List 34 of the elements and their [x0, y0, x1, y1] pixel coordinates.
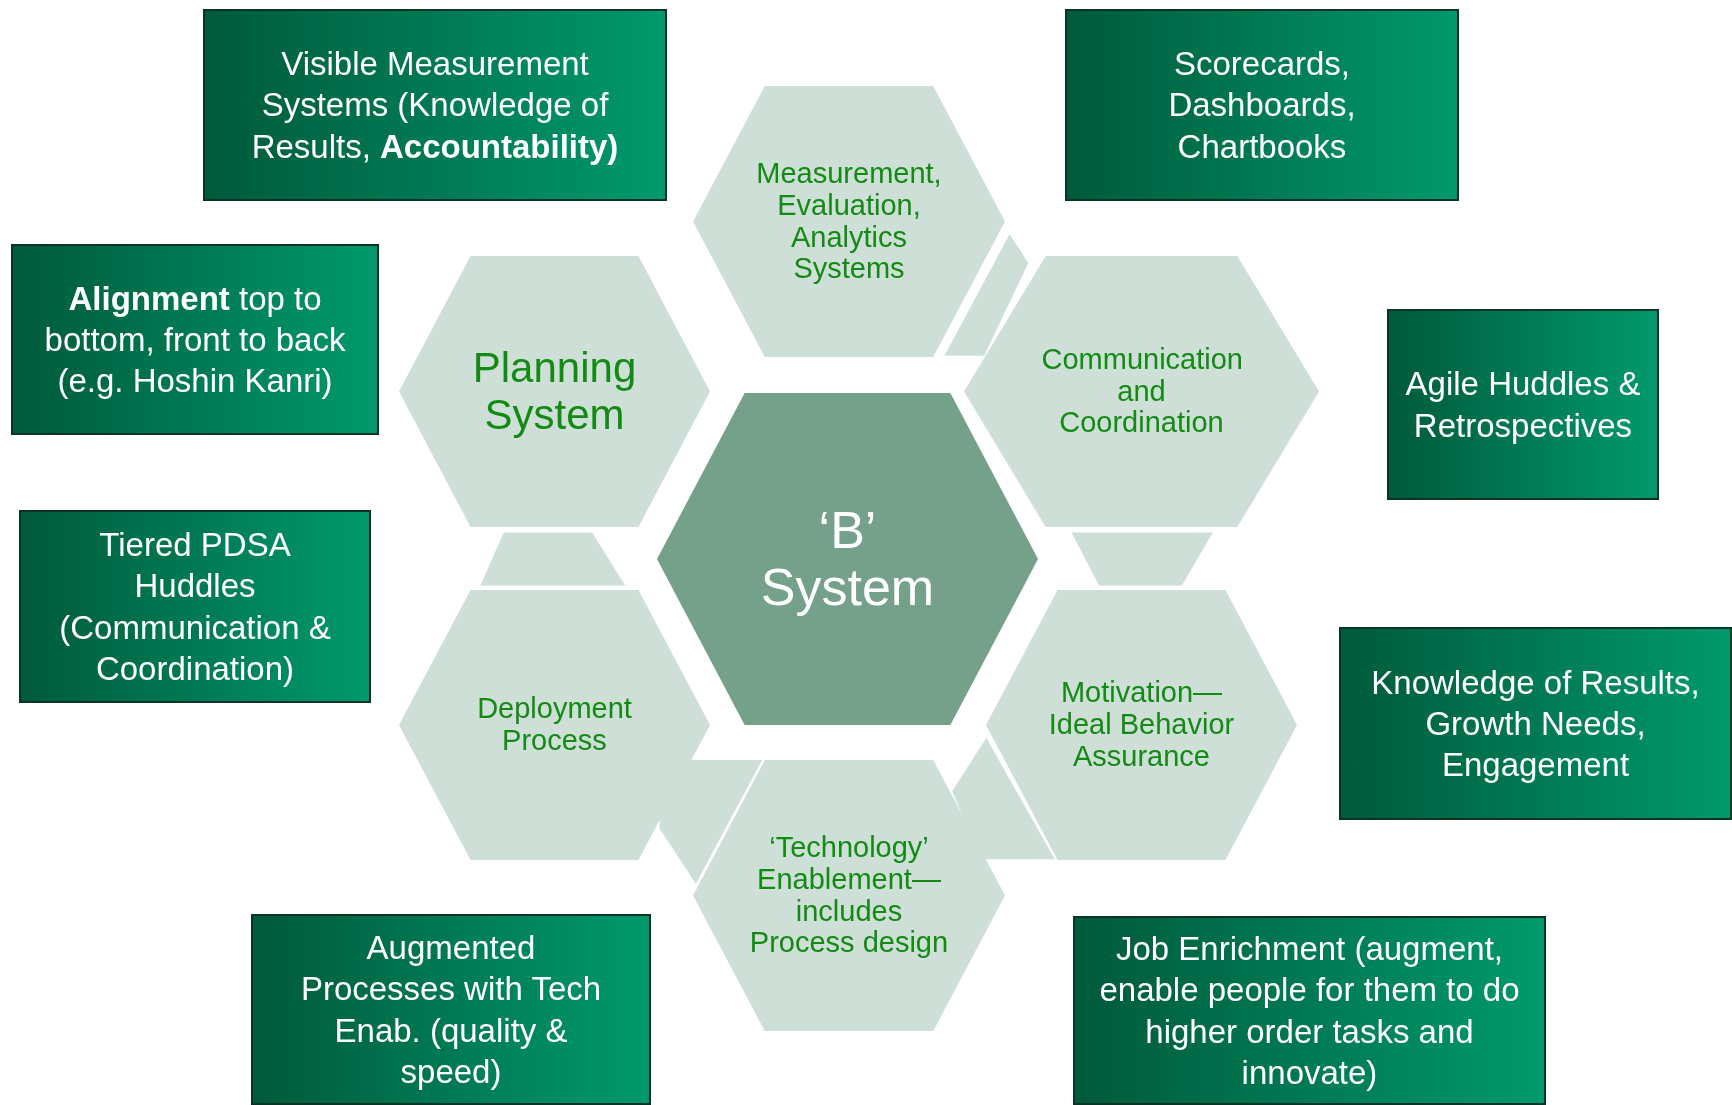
hexagon [986, 590, 1297, 860]
connector-band [480, 532, 626, 586]
hexagon-label: Measurement, Evaluation, Analytics Systems [755, 157, 943, 286]
connector-band [952, 737, 1055, 860]
text-card [1339, 627, 1732, 820]
hexagon-label: ‘Technology’ Enablement—includes Process design [748, 831, 950, 960]
card-text: Augmented Processes with Tech Enab. (quality & speed) [299, 928, 603, 1092]
connector-band [1071, 532, 1213, 586]
card-text: Scorecards, Dashboards, Chartbooks [1167, 44, 1357, 167]
card-text: Job Enrichment (augment, enable people for them to do higher order tasks and innovate) [1098, 929, 1521, 1093]
card-text: Visible Measurement Systems (Knowledge of Results, Accountability) [250, 44, 620, 167]
hexagon [693, 86, 1005, 357]
hexagon-label: Motivation—Ideal Behavior Assurance [1047, 677, 1236, 773]
text-card [251, 914, 651, 1105]
card-text: Tiered PDSA Huddles (Communication & Coordination) [58, 525, 332, 689]
text-card [1065, 9, 1459, 201]
hexagon-label: Communication and Coordination [1041, 343, 1242, 440]
connector-band [944, 234, 1029, 356]
card-text: Alignment top to bottom, front to back (e.g. Hoshin Kanri) [43, 278, 347, 402]
hexagon-label: Deployment Process [476, 693, 633, 757]
text-card [1073, 916, 1546, 1105]
hexagon [964, 256, 1319, 527]
hexagon [399, 590, 710, 860]
card-text: Agile Huddles & Retrospectives [1404, 364, 1642, 446]
hexagon-label: Planning System [471, 345, 638, 438]
text-card [11, 244, 379, 435]
hexagon [693, 760, 1005, 1031]
text-card [1387, 309, 1659, 500]
text-card [203, 9, 667, 201]
card-text: Knowledge of Results, Growth Needs, Engagement [1370, 662, 1701, 786]
hexagon-label: ‘B’ System [759, 501, 936, 617]
text-card [19, 510, 371, 703]
hexagon [399, 256, 710, 527]
center-hexagon [657, 393, 1038, 725]
